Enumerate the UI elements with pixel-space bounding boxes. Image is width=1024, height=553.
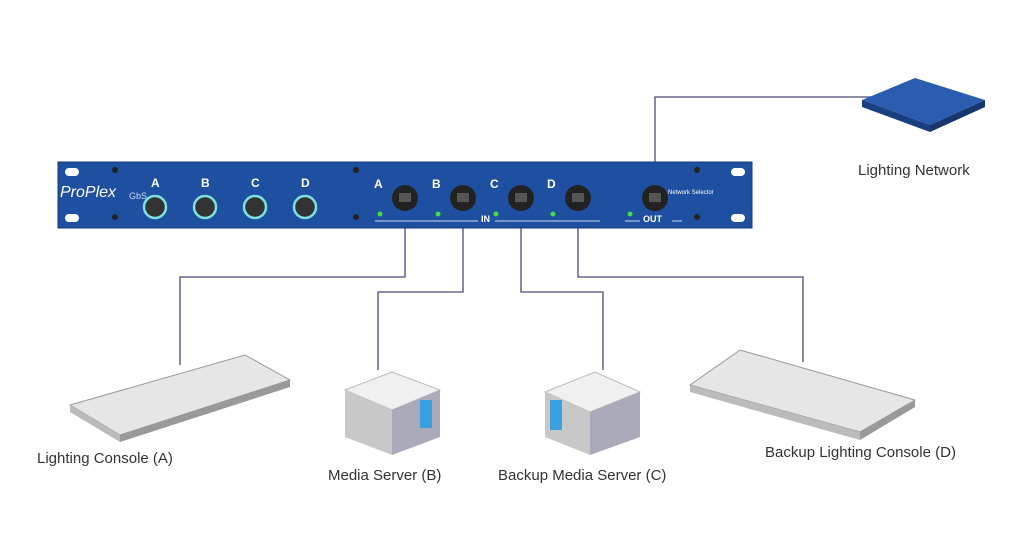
- status-led: [493, 211, 499, 217]
- front-jack-A[interactable]: [142, 194, 168, 220]
- in-label: IN: [481, 214, 490, 224]
- proplex-panel: [57, 161, 753, 229]
- port-socket: [649, 193, 661, 202]
- port-socket: [457, 193, 469, 202]
- front-port-label: B: [201, 176, 210, 190]
- lighting-network-label: Lighting Network: [858, 162, 970, 179]
- port-socket: [572, 193, 584, 202]
- media-server-b-icon: [343, 371, 442, 455]
- port-socket: [515, 193, 527, 202]
- line-b: [377, 228, 464, 370]
- in-port-label: C: [490, 177, 499, 191]
- front-port-label: A: [151, 176, 160, 190]
- backup-lighting-console-d-label: Backup Lighting Console (D): [765, 444, 956, 461]
- model-label: GbS: [129, 191, 148, 201]
- in-port-label: D: [547, 177, 556, 191]
- status-led: [435, 211, 441, 217]
- line-c: [520, 228, 604, 370]
- status-led: [377, 211, 383, 217]
- brand-logo: ProPlex: [60, 184, 117, 201]
- port-socket: [399, 193, 411, 202]
- lighting-console-a-label: Lighting Console (A): [37, 450, 173, 467]
- connection-lines: [179, 96, 880, 370]
- media-server-c-icon: [543, 371, 642, 455]
- ethercon-ports: [377, 185, 668, 217]
- line-out: [654, 96, 880, 162]
- front-jack-B[interactable]: [192, 194, 218, 220]
- front-port-label: D: [301, 176, 310, 190]
- status-led: [627, 211, 633, 217]
- status-led: [550, 211, 556, 217]
- subtitle-label: Network Selector: [668, 190, 714, 196]
- front-jack-C[interactable]: [242, 194, 268, 220]
- network-switch-icon: [862, 78, 985, 132]
- lighting-console-d-icon: [688, 349, 917, 440]
- backup-media-server-c-label: Backup Media Server (C): [498, 467, 667, 484]
- lighting-console-a-icon: [68, 354, 292, 442]
- in-port-label: B: [432, 177, 441, 191]
- line-a: [179, 228, 406, 365]
- in-port-label: A: [374, 177, 383, 191]
- front-jack-D[interactable]: [292, 194, 318, 220]
- media-server-b-label: Media Server (B): [328, 467, 442, 484]
- line-d: [577, 228, 804, 362]
- out-label: OUT: [643, 214, 662, 224]
- front-jacks: [142, 194, 318, 220]
- front-port-label: C: [251, 176, 260, 190]
